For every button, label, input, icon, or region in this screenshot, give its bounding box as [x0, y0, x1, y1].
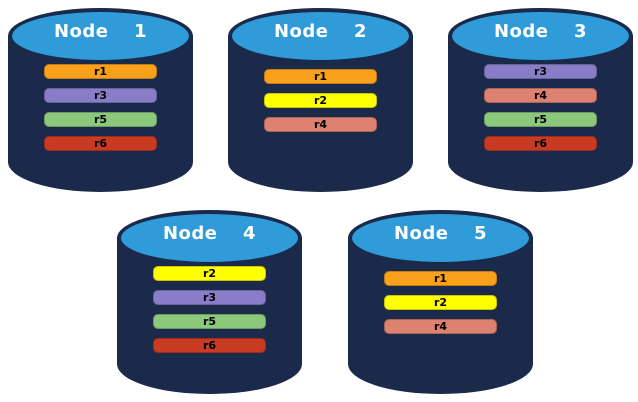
cylinder-top-ellipse: [348, 210, 533, 266]
cylinder-top-ellipse: [8, 8, 193, 64]
partition-bar-r5: r5: [484, 112, 597, 127]
node-label: Node 5: [393, 223, 488, 244]
partition-bar-r4: r4: [384, 319, 497, 334]
partition-bar-r2: r2: [384, 295, 497, 310]
partition-list: r1 r2 r4: [228, 69, 413, 132]
partition-bar-r3: r3: [153, 290, 266, 305]
partition-bar-r2: r2: [264, 93, 377, 108]
partition-list: r2 r3 r5 r6: [117, 266, 302, 353]
node-2-cylinder: Node 2 r1 r2 r4: [228, 8, 413, 192]
partition-bar-r1: r1: [384, 271, 497, 286]
node-1-cylinder: Node 1 r1 r3 r5 r6: [8, 8, 193, 192]
cylinder-top-ellipse: [228, 8, 413, 64]
partition-bar-r1: r1: [264, 69, 377, 84]
node-label: Node 1: [53, 21, 148, 42]
cylinder-top-ellipse: [117, 210, 302, 266]
partition-bar-r4: r4: [264, 117, 377, 132]
node-4-cylinder: Node 4 r2 r3 r5 r6: [117, 210, 302, 394]
node-label: Node 2: [273, 21, 368, 42]
cylinder-top-ellipse: [448, 8, 633, 64]
node-3-cylinder: Node 3 r3 r4 r5 r6: [448, 8, 633, 192]
node-label: Node 4: [162, 223, 257, 244]
partition-list: r3 r4 r5 r6: [448, 64, 633, 151]
partition-bar-r5: r5: [153, 314, 266, 329]
partition-list: r1 r2 r4: [348, 271, 533, 334]
partition-bar-r2: r2: [153, 266, 266, 281]
partition-bar-r6: r6: [44, 136, 157, 151]
partition-bar-r5: r5: [44, 112, 157, 127]
partition-bar-r3: r3: [484, 64, 597, 79]
partition-list: r1 r3 r5 r6: [8, 64, 193, 151]
partition-bar-r1: r1: [44, 64, 157, 79]
node-label: Node 3: [493, 21, 588, 42]
partition-bar-r3: r3: [44, 88, 157, 103]
partition-bar-r6: r6: [484, 136, 597, 151]
partition-bar-r6: r6: [153, 338, 266, 353]
partition-bar-r4: r4: [484, 88, 597, 103]
node-5-cylinder: Node 5 r1 r2 r4: [348, 210, 533, 394]
